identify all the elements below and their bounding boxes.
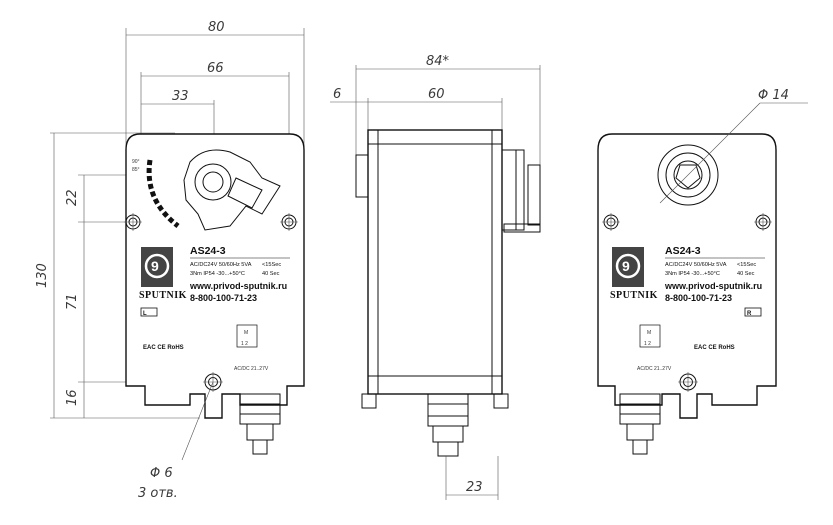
actuator-housing-front [125, 133, 305, 419]
certifications-back: EAC CE RoHS [694, 345, 735, 351]
back-view-right: Φ 14 9 SPUTNIK AS24-3 AC/DC24V 50/60Hz 5… [597, 88, 808, 455]
direction-left: L [143, 311, 147, 317]
wiring-text-back: AC/DC 21..27V [637, 366, 672, 372]
model-name-back: AS24-3 [665, 245, 701, 257]
wiring-pins: 1 2 [241, 341, 248, 347]
angle-scale: 90° 85° [132, 159, 180, 228]
spec-line1-back: AC/DC24V 50/60Hz 5VA [665, 262, 727, 268]
dim-shaft-diameter: Φ 14 [758, 88, 789, 103]
dim-height-total: 130 [35, 263, 50, 288]
product-label-right: 9 SPUTNIK AS24-3 AC/DC24V 50/60Hz 5VA <1… [610, 245, 765, 372]
shaft-clamp [183, 149, 281, 231]
side-view: 84* 60 6 23 [330, 54, 541, 500]
dim-side-body: 60 [428, 87, 445, 102]
svg-text:9: 9 [151, 258, 159, 274]
mount-hole-left [124, 213, 142, 231]
dim-height-upper: 22 [65, 189, 80, 206]
spec-time1-back: <15Sec [737, 262, 756, 268]
phone-back: 8-800-100-71-23 [665, 293, 732, 303]
side-housing [367, 129, 503, 395]
spec-line2: 3Nm IP54 -30...+50°C [190, 271, 245, 277]
dim-height-mid: 71 [65, 293, 80, 310]
cable-gland-side [427, 393, 469, 457]
wiring-pins-back: 1 2 [644, 341, 651, 347]
wiring-text: AC/DC 21..27V [234, 366, 269, 372]
model-name: AS24-3 [190, 245, 226, 257]
dim-side-depth: 84* [426, 54, 450, 69]
product-label-left: 9 SPUTNIK AS24-3 AC/DC24V 50/60Hz 5VA <1… [139, 245, 290, 372]
svg-text:9: 9 [622, 258, 630, 274]
brand-name-back: SPUTNIK [610, 290, 658, 301]
front-view-left: 80 66 33 130 22 71 16 [35, 20, 305, 501]
shaft-socket [657, 102, 761, 206]
dim-width-holes: 66 [207, 61, 224, 76]
cable-gland-front [239, 393, 281, 455]
back-mount-hole-bottom [678, 372, 698, 392]
spec-time2-back: 40 Sec [737, 271, 755, 277]
dim-hole-count: 3 отв. [138, 486, 178, 501]
phone: 8-800-100-71-23 [190, 293, 257, 303]
website: www.privod-sputnik.ru [189, 281, 287, 291]
scale-90: 90° [132, 159, 140, 165]
dim-side-offset: 6 [333, 87, 341, 102]
certifications: EAC CE RoHS [143, 345, 184, 351]
spec-time2: 40 Sec [262, 271, 280, 277]
dim-width-total: 80 [208, 20, 225, 35]
wiring-motor-back: M [647, 330, 651, 336]
back-mount-hole-right [754, 213, 772, 231]
direction-right: R [747, 311, 752, 317]
cable-gland-back [619, 393, 661, 455]
spec-line1: AC/DC24V 50/60Hz 5VA [190, 262, 252, 268]
dim-hole-diameter: Φ 6 [150, 466, 173, 481]
spec-time1: <15Sec [262, 262, 281, 268]
website-back: www.privod-sputnik.ru [664, 281, 762, 291]
dim-width-center: 33 [172, 89, 189, 104]
wiring-motor: M [244, 330, 248, 336]
mount-hole-right [280, 213, 298, 231]
dim-gland-width: 23 [466, 480, 483, 495]
spec-line2-back: 3Nm IP54 -30...+50°C [665, 271, 720, 277]
dim-height-lower: 16 [65, 389, 80, 406]
brand-name: SPUTNIK [139, 290, 187, 301]
scale-85: 85° [132, 167, 140, 173]
back-mount-hole-left [602, 213, 620, 231]
